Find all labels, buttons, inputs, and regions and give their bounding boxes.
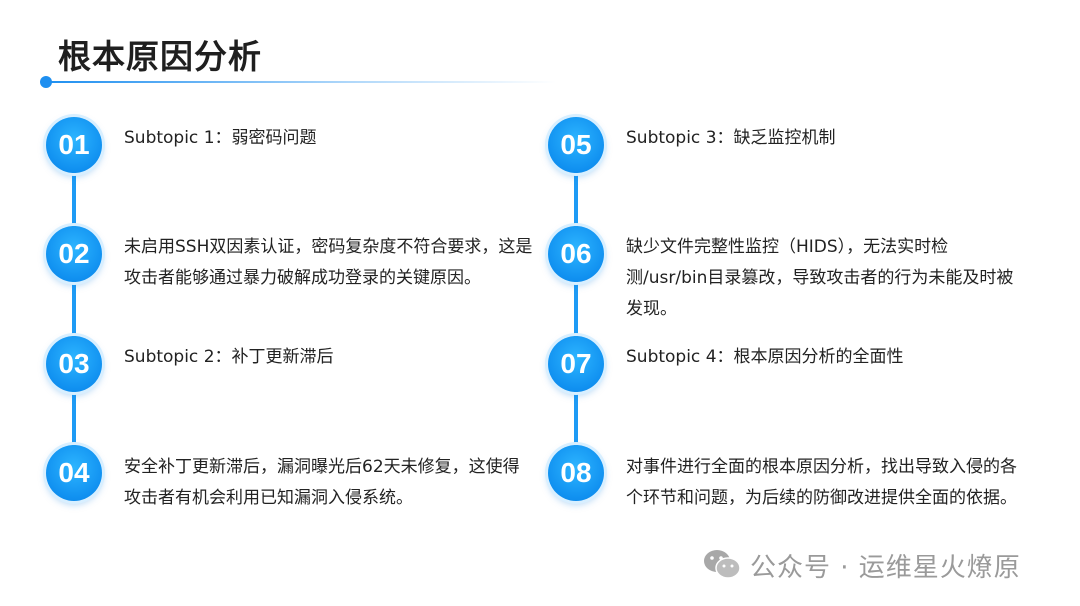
step-number-03: 03 [46, 336, 102, 392]
title-underline-dot [40, 76, 52, 88]
step-number-02: 02 [46, 226, 102, 282]
watermark-text: 公众号 · 运维星火燎原 [750, 552, 1021, 583]
step-text-06: 缺少文件完整性监控（HIDS），无法实时检测/usr/bin目录篡改，导致攻击者… [626, 237, 1014, 319]
step-text-07: Subtopic 4：根本原因分析的全面性 [626, 347, 904, 367]
step-text-08: 对事件进行全面的根本原因分析，找出导致入侵的各个环节和问题，为后续的防御改进提供… [626, 457, 1017, 508]
step-text-02: 未启用SSH双因素认证，密码复杂度不符合要求，这是攻击者能够通过暴力破解成功登录… [124, 237, 533, 288]
page-title: 根本原因分析 [58, 37, 262, 76]
title-underline [40, 76, 560, 88]
step-text-04: 安全补丁更新滞后，漏洞曝光后62天未修复，这使得攻击者有机会利用已知漏洞入侵系统… [124, 457, 520, 508]
step-number-04: 04 [46, 445, 102, 501]
wechat-icon [704, 550, 741, 579]
step-number-05: 05 [548, 117, 604, 173]
title-underline-bar [46, 81, 556, 83]
watermark: 公众号 · 运维星火燎原 [702, 545, 1021, 585]
step-text-03: Subtopic 2：补丁更新滞后 [124, 347, 334, 367]
step-number-08: 08 [548, 445, 604, 501]
step-text-01: Subtopic 1：弱密码问题 [124, 128, 317, 148]
step-text-05: Subtopic 3：缺乏监控机制 [626, 128, 836, 148]
step-number-01: 01 [46, 117, 102, 173]
step-number-06: 06 [548, 226, 604, 282]
step-number-07: 07 [548, 336, 604, 392]
left-timeline-line [72, 145, 76, 475]
right-timeline-line [574, 145, 578, 475]
